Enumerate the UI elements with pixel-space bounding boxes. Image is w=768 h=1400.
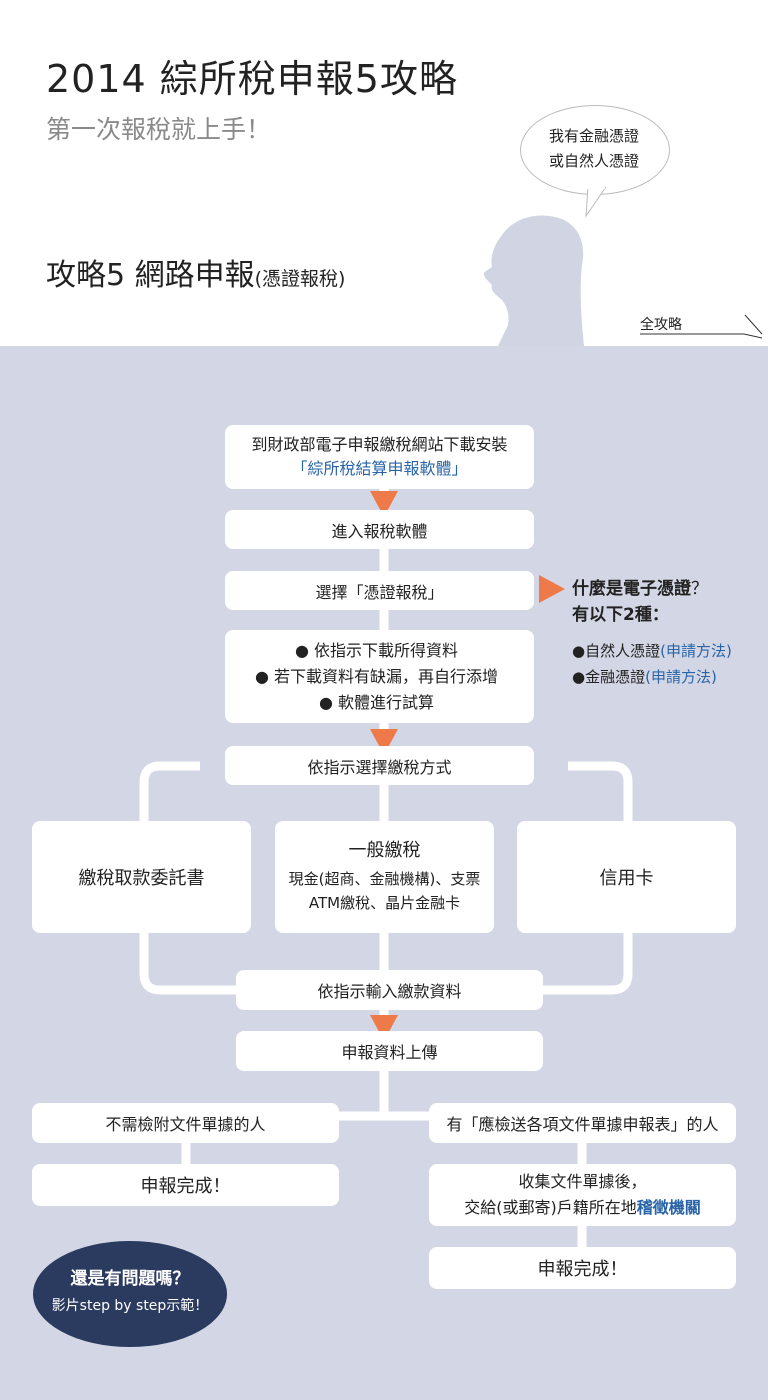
- certificate-question: 什麼是電子憑證？ 有以下2種：: [572, 576, 708, 628]
- step-choose-payment: 依指示選擇繳稅方式: [225, 746, 534, 785]
- tax-office-link[interactable]: 稽徵機關: [636, 1198, 701, 1217]
- list-item: ● 若下載資料有缺漏，再自行添增: [255, 666, 499, 686]
- payment-general-title: 一般繳稅: [348, 840, 421, 861]
- software-link[interactable]: 「綜所稅結算申報軟體」: [291, 459, 468, 478]
- section-title: 攻略5 網路申報(憑證報稅): [46, 250, 345, 294]
- payment-option-debit-authorization: 繳稅取款委託書: [32, 821, 251, 933]
- section-title-main: 攻略5 網路申報: [46, 258, 255, 293]
- arrow-down-icon: [370, 729, 398, 755]
- payment-option-general: 一般繳稅 現金(超商、金融機構)、支票 ATM繳稅、晶片金融卡: [275, 821, 494, 933]
- branch-no-documents: 不需檢附文件單據的人: [32, 1103, 339, 1143]
- help-line-1: 還是有問題嗎？: [70, 1269, 190, 1289]
- section-title-sub: (憑證報稅): [254, 268, 346, 290]
- page-subtitle: 第一次報稅就上手！: [46, 115, 272, 144]
- all-guides-underline-arrow: [640, 333, 763, 339]
- financial-certificate-apply-link[interactable]: (申請方法): [645, 668, 717, 686]
- speech-bubble-text: 我有金融憑證 或自然人憑證: [520, 124, 668, 174]
- woman-silhouette-illustration: [483, 215, 584, 346]
- step-download-line-1: 到財政部電子申報繳稅網站下載安裝: [251, 435, 508, 454]
- payment-general-line-2: ATM繳稅、晶片金融卡: [308, 894, 461, 912]
- help-video-text[interactable]: 還是有問題嗎？ 影片step by step示範！: [33, 1265, 227, 1319]
- arrow-down-icon: [370, 491, 398, 517]
- all-guides-arrow-icon[interactable]: [744, 314, 764, 336]
- payment-option-credit-card: 信用卡: [517, 821, 736, 933]
- step-input-payment-data: 依指示輸入繳款資料: [236, 970, 543, 1010]
- speech-bubble-tail: [585, 186, 607, 218]
- certificate-types-list: ●自然人憑證(申請方法) ●金融憑證(申請方法): [572, 638, 732, 690]
- list-item: ● 依指示下載所得資料: [295, 640, 459, 660]
- speech-line-2: 或自然人憑證: [548, 152, 639, 170]
- payment-general-line-1: 現金(超商、金融機構)、支票: [288, 870, 481, 888]
- certificate-question-line-1: 什麼是電子憑證？: [572, 579, 708, 599]
- arrow-right-icon: [539, 575, 565, 603]
- speech-line-1: 我有金融憑證: [548, 127, 639, 145]
- list-item: ● 軟體進行試算: [319, 692, 435, 712]
- left-filing-complete: 申報完成！: [32, 1164, 339, 1206]
- step-download-data-list: ● 依指示下載所得資料 ● 若下載資料有缺漏，再自行添增 ● 軟體進行試算: [255, 638, 498, 716]
- citizen-certificate-apply-link[interactable]: (申請方法): [660, 642, 732, 660]
- branch-with-documents: 有「應檢送各項文件單據申報表」的人: [429, 1103, 736, 1143]
- list-item: ●金融憑證(申請方法): [572, 668, 717, 686]
- collect-line-1: 收集文件單據後，: [518, 1172, 647, 1191]
- page-title: 2014 綜所稅申報5攻略: [46, 57, 458, 101]
- speech-bubble: [520, 105, 670, 195]
- help-video-button[interactable]: [33, 1241, 227, 1347]
- collect-line-2: 交給(或郵寄)戶籍所在地稽徵機關: [464, 1198, 701, 1217]
- help-line-2: 影片step by step示範！: [51, 1298, 209, 1314]
- arrow-down-icon: [370, 1015, 398, 1041]
- step-download-software: 到財政部電子申報繳稅網站下載安裝 「綜所稅結算申報軟體」: [225, 425, 534, 489]
- step-download-data: ● 依指示下載所得資料 ● 若下載資料有缺漏，再自行添增 ● 軟體進行試算: [225, 630, 534, 723]
- step-choose-certificate-filing: 選擇「憑證報稅」: [225, 571, 534, 610]
- all-guides-link[interactable]: 全攻略: [640, 317, 682, 333]
- step-upload-filing: 申報資料上傳: [236, 1031, 543, 1071]
- certificate-question-line-2: 有以下2種：: [572, 605, 669, 625]
- list-item: ●自然人憑證(申請方法): [572, 642, 732, 660]
- right-filing-complete: 申報完成！: [429, 1247, 736, 1289]
- step-enter-software: 進入報稅軟體: [225, 510, 534, 549]
- collect-documents-step: 收集文件單據後， 交給(或郵寄)戶籍所在地稽徵機關: [429, 1164, 736, 1226]
